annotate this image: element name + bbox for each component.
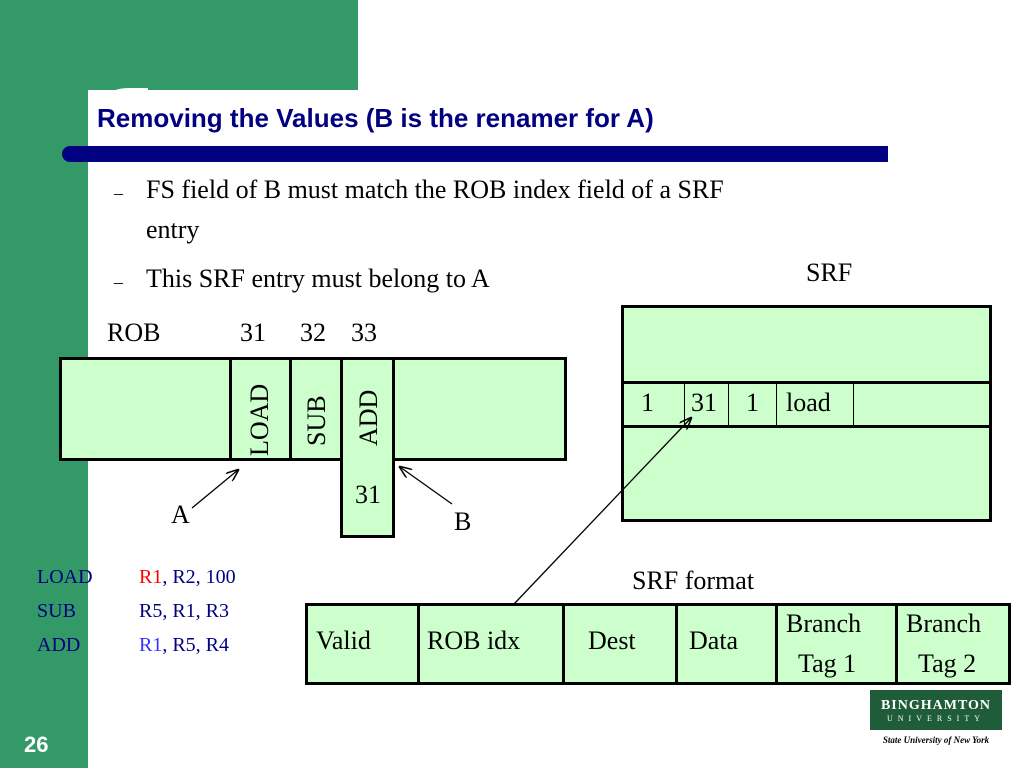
bullet-dash-1: – bbox=[114, 183, 123, 203]
rob-index-33: 33 bbox=[351, 318, 377, 347]
srf-format-label: SRF format bbox=[632, 566, 755, 595]
srf-format-divider bbox=[675, 603, 678, 685]
arrow-a bbox=[191, 470, 238, 509]
arrow-format-to-srf bbox=[513, 418, 691, 605]
srf-row-divider bbox=[684, 383, 685, 426]
bullet-1-line-1: FS field of B must match the ROB index f… bbox=[146, 175, 724, 204]
pointer-label-a: A bbox=[171, 500, 190, 529]
slide-number: 26 bbox=[24, 732, 49, 757]
srf-row-divider bbox=[853, 383, 854, 426]
university-logo: BINGHAMTON UNIVERSITY State University o… bbox=[870, 690, 1002, 752]
bullet-dash-2: – bbox=[114, 272, 123, 292]
rob-divider bbox=[289, 357, 292, 461]
rob-label: ROB bbox=[107, 318, 161, 347]
program-op-2: SUB bbox=[37, 600, 76, 622]
srf-format-rob-idx: ROB idx bbox=[427, 626, 521, 655]
arrow-b bbox=[400, 467, 453, 505]
rob-fs-value: 31 bbox=[355, 480, 381, 509]
rob-divider bbox=[229, 357, 232, 461]
srf-format-branch-2: Branch bbox=[906, 609, 982, 638]
rob-index-31: 31 bbox=[240, 318, 266, 347]
green-header-band bbox=[0, 0, 358, 90]
program-rest-1: , R2, 100 bbox=[162, 566, 236, 588]
rob-divider bbox=[340, 357, 343, 461]
rob-index-32: 32 bbox=[300, 318, 326, 347]
srf-entry-valid: 1 bbox=[641, 388, 654, 417]
srf-format-table bbox=[305, 603, 1011, 685]
program-operands-1: R1, R2, 100 bbox=[139, 566, 236, 589]
srf-entry-dest: 1 bbox=[746, 388, 759, 417]
bullet-1-line-2: entry bbox=[146, 215, 200, 244]
srf-row-bottom-border bbox=[621, 425, 992, 428]
pointer-label-b: B bbox=[454, 507, 472, 536]
srf-label: SRF bbox=[806, 258, 853, 287]
rob-table bbox=[59, 357, 567, 461]
program-op-1: LOAD bbox=[37, 566, 93, 588]
srf-format-tag-2: Tag 2 bbox=[918, 649, 977, 678]
srf-format-divider bbox=[417, 603, 420, 685]
srf-row-divider bbox=[728, 383, 729, 426]
srf-row-top-border bbox=[621, 381, 992, 384]
program-dest-2: R5 bbox=[139, 600, 163, 622]
program-operands-3: R1, R5, R4 bbox=[139, 634, 229, 657]
program-rest-2: , R1, R3 bbox=[162, 600, 230, 622]
rob-fs-field bbox=[340, 458, 395, 538]
logo-line-2: UNIVERSITY bbox=[887, 713, 985, 723]
srf-format-valid: Valid bbox=[316, 626, 371, 655]
logo-banner: BINGHAMTON UNIVERSITY bbox=[870, 690, 1002, 730]
srf-format-data: Data bbox=[689, 626, 739, 655]
srf-format-branch-1: Branch bbox=[786, 609, 862, 638]
program-rest-3: , R5, R4 bbox=[162, 634, 230, 656]
slide-title: Removing the Values (B is the renamer fo… bbox=[97, 103, 654, 133]
srf-format-tag-1: Tag 1 bbox=[798, 649, 857, 678]
logo-line-1: BINGHAMTON bbox=[880, 697, 992, 713]
program-operands-2: R5, R1, R3 bbox=[139, 600, 229, 623]
srf-row-divider bbox=[776, 383, 777, 426]
srf-format-divider bbox=[895, 603, 898, 685]
srf-entry-rob-idx: 31 bbox=[691, 388, 717, 417]
rob-divider bbox=[392, 357, 395, 461]
program-op-3: ADD bbox=[37, 634, 81, 656]
bullet-2-line-1: This SRF entry must belong to A bbox=[146, 264, 490, 293]
title-underline-bar bbox=[62, 146, 888, 162]
srf-table bbox=[621, 305, 992, 522]
program-dest-1: R1 bbox=[139, 566, 163, 588]
srf-format-dest: Dest bbox=[588, 626, 636, 655]
logo-line-3: State University of New York bbox=[882, 735, 990, 745]
srf-format-divider bbox=[562, 603, 565, 685]
srf-format-divider bbox=[775, 603, 778, 685]
program-dest-3: R1 bbox=[139, 634, 163, 656]
srf-entry-data: load bbox=[786, 388, 831, 417]
